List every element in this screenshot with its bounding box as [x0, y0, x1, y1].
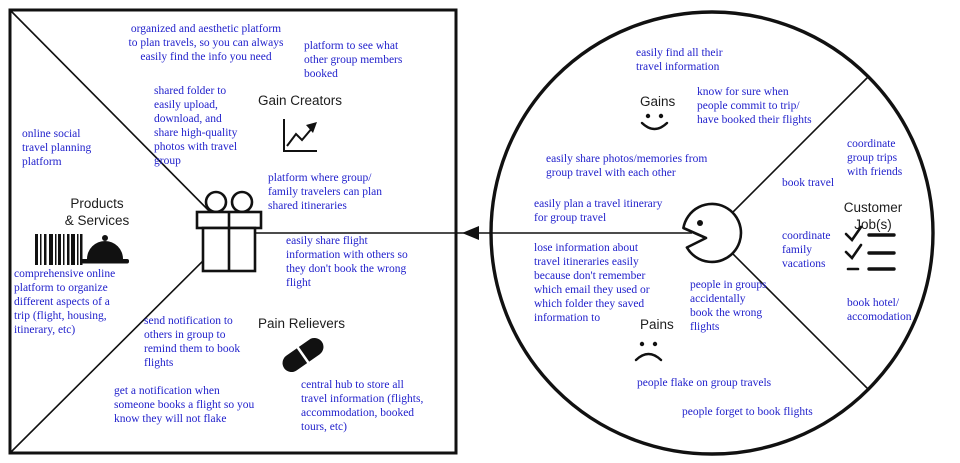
- gift-icon: [195, 190, 263, 273]
- note-shared-itineraries: platform where group/ family travelers c…: [268, 172, 382, 213]
- note-wrong-flights: people in groups accidentally book the w…: [690, 279, 767, 334]
- note-share-flight-info: easily share flight information with oth…: [286, 235, 408, 290]
- section-label-pains: Pains: [640, 317, 674, 332]
- sad-face-icon: [634, 341, 663, 362]
- barcode-icon: [35, 234, 83, 265]
- section-label-gain-creators: Gain Creators: [258, 93, 343, 108]
- pill-icon: [282, 337, 324, 373]
- note-organized-platform: organized and aesthetic platform to plan…: [128, 23, 284, 64]
- note-send-notification: send notification to others in group to …: [144, 315, 241, 370]
- section-label-gains: Gains: [640, 94, 676, 109]
- note-forget-to-book: people forget to book flights: [682, 406, 813, 418]
- checklist-icon: [844, 225, 896, 271]
- note-get-notification: get a notification when someone books a …: [114, 385, 255, 426]
- value-map-square: [8, 8, 458, 455]
- section-label-pain-relievers: Pain Relievers: [258, 316, 346, 331]
- note-book-hotel: book hotel/ accomodation: [847, 297, 912, 324]
- note-see-what-booked: platform to see what other group members…: [304, 40, 403, 81]
- note-coordinate-group-trips: coordinate group trips with friends: [847, 138, 903, 179]
- section-label-products-services: Products & Services: [64, 196, 130, 228]
- note-share-photos: easily share photos/memories from group …: [546, 153, 708, 180]
- cloche-icon: [81, 235, 129, 264]
- note-central-hub: central hub to store all travel informat…: [301, 379, 424, 434]
- head-profile-icon: [682, 202, 743, 264]
- note-people-flake: people flake on group travels: [637, 377, 772, 389]
- note-online-social-platform: online social travel planning platform: [22, 128, 92, 169]
- note-know-commit: know for sure when people commit to trip…: [697, 86, 812, 127]
- note-coordinate-family: coordinate family vacations: [782, 230, 831, 271]
- note-plan-itinerary: easily plan a travel itinerary for group…: [534, 198, 663, 225]
- note-book-travel: book travel: [782, 177, 835, 189]
- left-arrow-icon: [252, 226, 692, 240]
- note-shared-folder: shared folder to easily upload, download…: [154, 85, 238, 168]
- note-lose-information: lose information about travel itinerarie…: [534, 242, 650, 325]
- smiley-face-icon: [640, 113, 669, 131]
- growth-chart-icon: [283, 119, 317, 152]
- note-comprehensive-platform: comprehensive online platform to organiz…: [14, 268, 116, 337]
- note-find-travel-info: easily find all their travel information: [636, 47, 723, 74]
- section-label-customer-jobs: Customer Job(s): [843, 200, 903, 232]
